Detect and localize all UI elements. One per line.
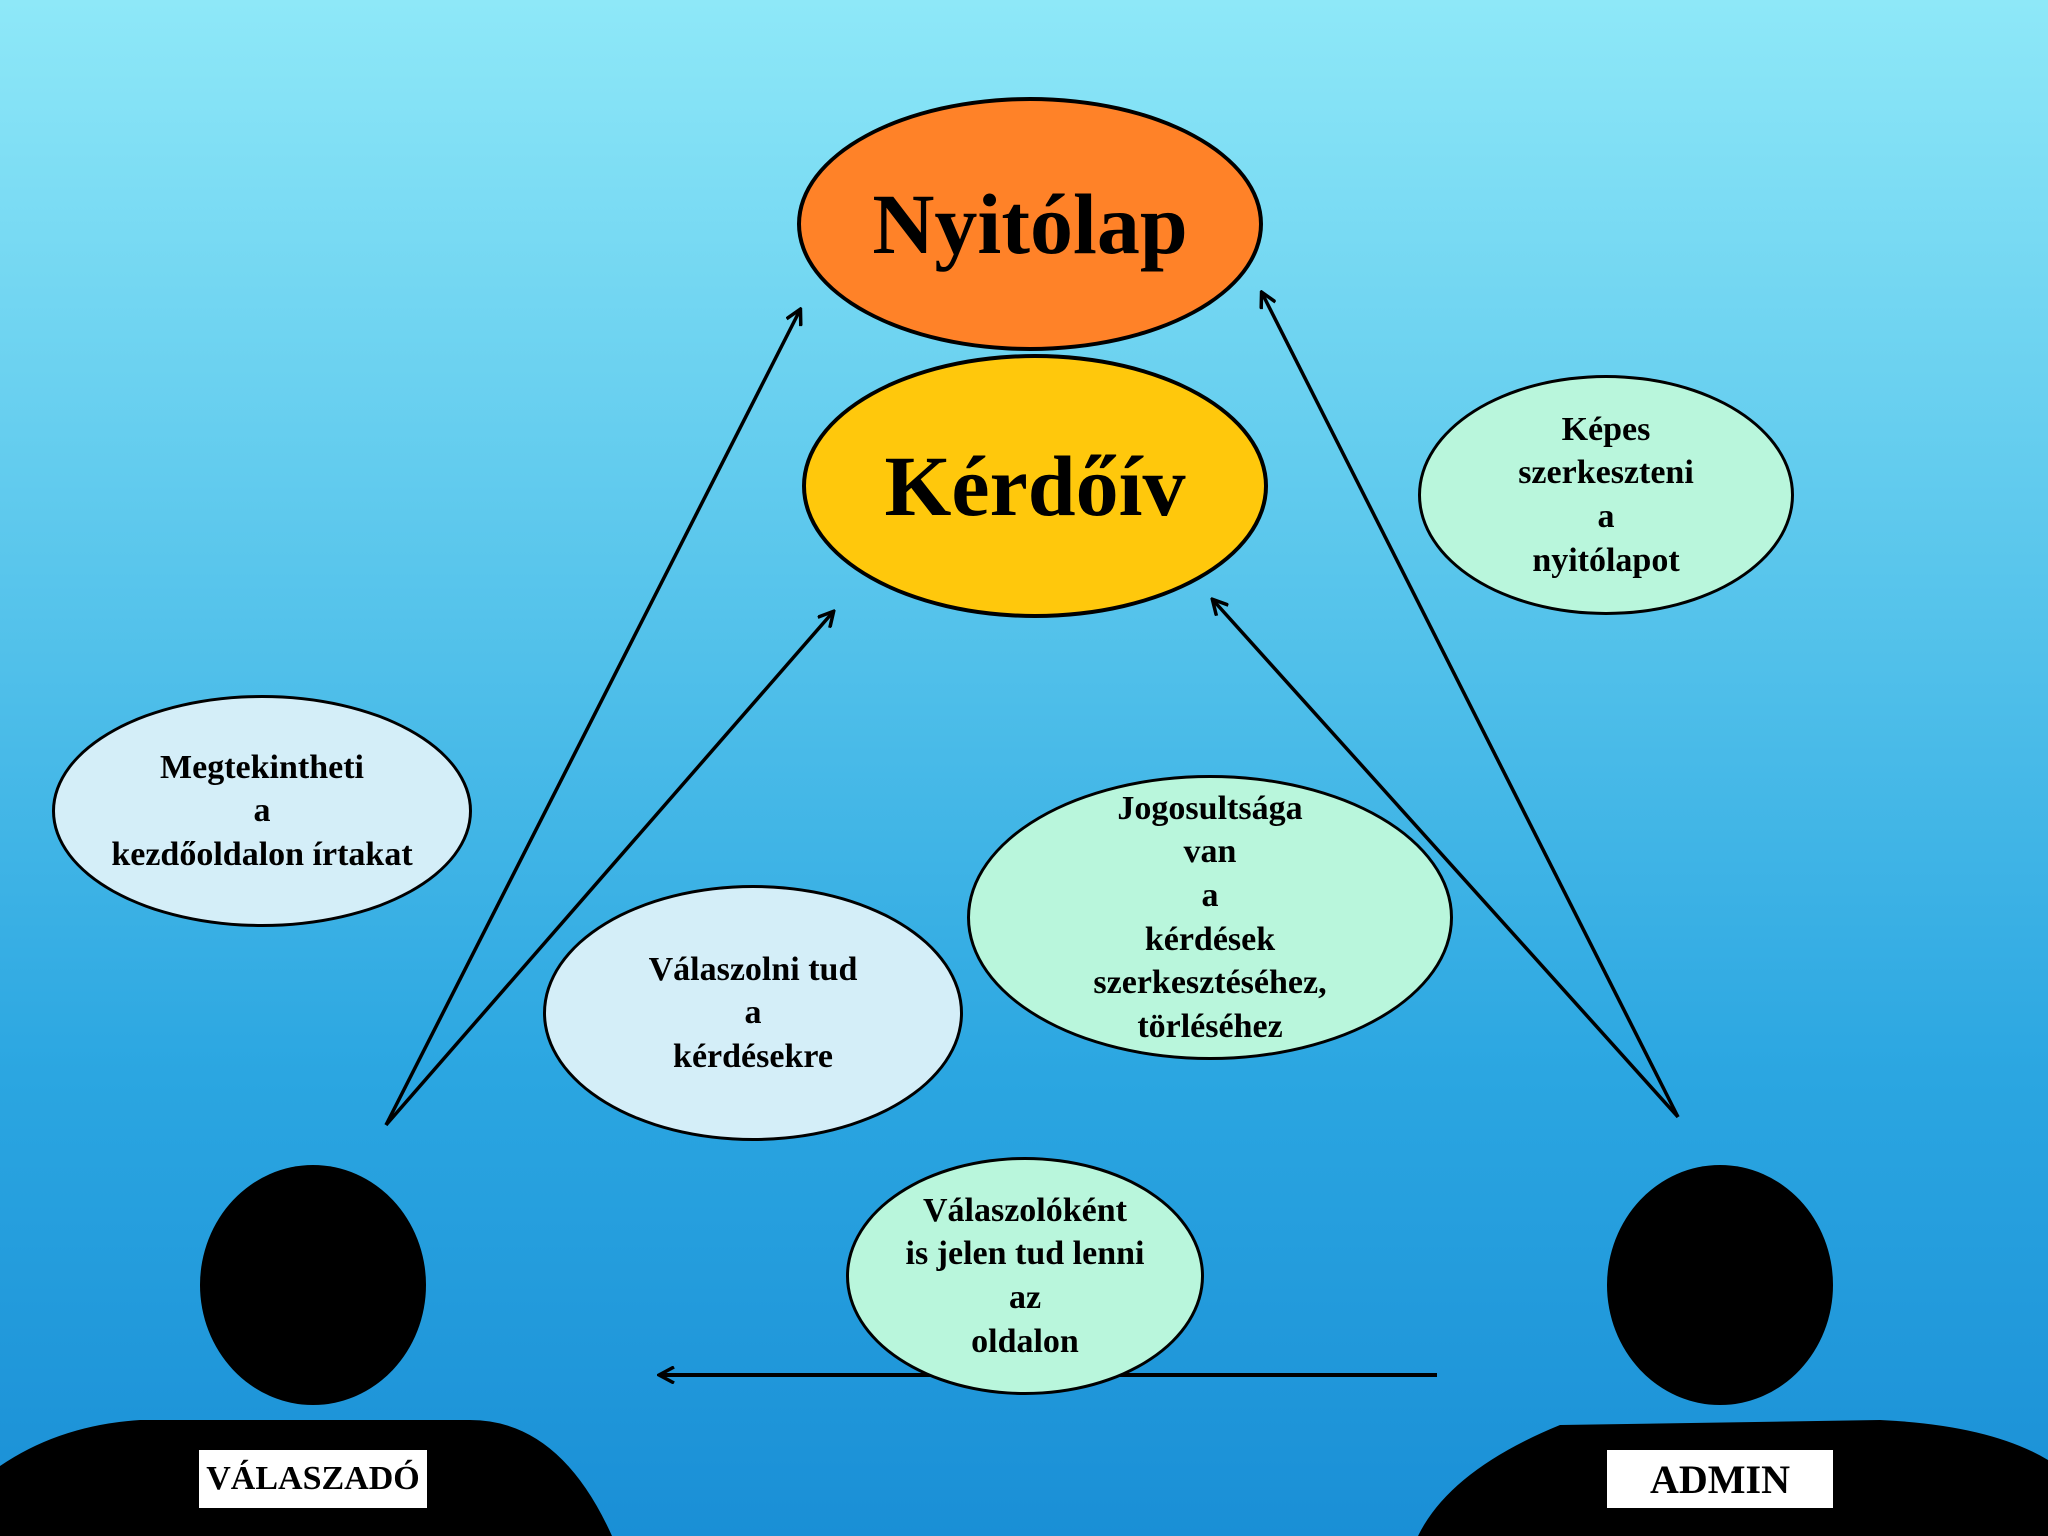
bubble-valaszolni: Válaszolni tud a kérdésekre xyxy=(543,885,963,1141)
nyitolap-label: Nyitólap xyxy=(872,175,1188,272)
bubble-jogosultsaga: Jogosultsága van a kérdések szerkesztésé… xyxy=(967,775,1453,1060)
arrow-respondent-to-nyitolap xyxy=(384,310,800,1126)
bubble-kepes-text: Képes szerkeszteni a nyitólapot xyxy=(1518,410,1694,579)
bubble-valaszolni-text: Válaszolni tud a kérdésekre xyxy=(648,950,858,1075)
nyitolap-node: Nyitólap xyxy=(797,97,1263,351)
admin-label: ADMIN xyxy=(1605,1448,1835,1510)
bubble-valaszolokent-text: Válaszolóként is jelen tud lenni az olda… xyxy=(905,1191,1145,1360)
kerdoiv-node: Kérdőív xyxy=(802,354,1268,618)
bubble-valaszolokent: Válaszolóként is jelen tud lenni az olda… xyxy=(846,1157,1204,1395)
bubble-kepes-szerkeszteni: Képes szerkeszteni a nyitólapot xyxy=(1418,375,1794,615)
bubble-megtekintheti-text: Megtekintheti a kezdőoldalon írtakat xyxy=(111,748,413,873)
arrow-respondent-to-kerdoiv xyxy=(384,612,833,1127)
bubble-jogosultsaga-text: Jogosultsága van a kérdések szerkesztésé… xyxy=(1093,789,1327,1045)
respondent-label: VÁLASZADÓ xyxy=(197,1448,429,1510)
arrow-admin-to-nyitolap xyxy=(1262,293,1680,1118)
bubble-megtekintheti: Megtekintheti a kezdőoldalon írtakat xyxy=(52,695,472,927)
admin-label-text: ADMIN xyxy=(1650,1456,1790,1502)
kerdoiv-label: Kérdőív xyxy=(884,437,1186,534)
arrow-admin-to-kerdoiv xyxy=(1213,600,1680,1119)
respondent-label-text: VÁLASZADÓ xyxy=(206,1460,420,1497)
